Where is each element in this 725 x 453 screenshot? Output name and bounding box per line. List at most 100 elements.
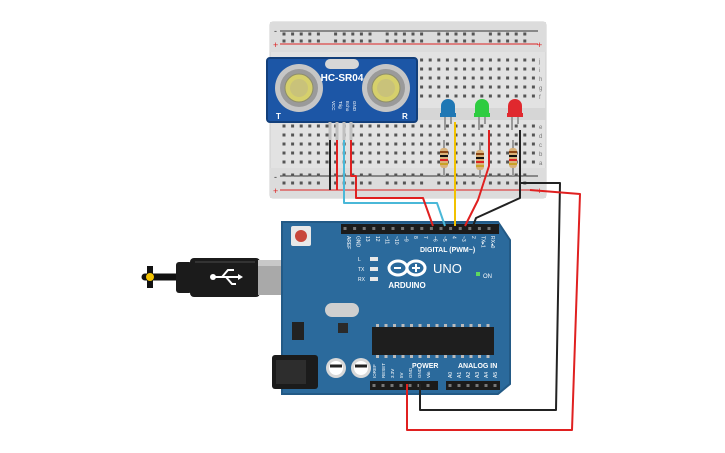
resistor[interactable] [476,142,484,178]
tie-hole[interactable] [463,94,467,98]
tie-hole[interactable] [420,133,424,137]
tie-hole[interactable] [291,151,295,155]
rail-hole[interactable] [385,32,389,36]
digital-pin[interactable] [420,227,424,230]
tie-hole[interactable] [497,76,501,80]
tie-hole[interactable] [497,133,501,137]
rail-hole[interactable] [454,39,458,43]
tie-hole[interactable] [463,85,467,89]
tie-hole[interactable] [411,124,415,128]
tie-hole[interactable] [385,133,389,137]
rail-hole[interactable] [471,39,475,43]
led-blue[interactable] [440,99,456,130]
tie-hole[interactable] [291,160,295,164]
tie-hole[interactable] [523,133,527,137]
tie-hole[interactable] [523,67,527,71]
tie-hole[interactable] [523,76,527,80]
tie-hole[interactable] [308,160,312,164]
rail-hole[interactable] [471,32,475,36]
tie-hole[interactable] [437,160,441,164]
rail-hole[interactable] [437,173,441,177]
tie-hole[interactable] [531,124,535,128]
tie-hole[interactable] [463,124,467,128]
tie-hole[interactable] [282,124,286,128]
tie-hole[interactable] [308,124,312,128]
rail-hole[interactable] [351,181,355,185]
rail-hole[interactable] [437,39,441,43]
rail-hole[interactable] [488,173,492,177]
rail-hole[interactable] [359,39,363,43]
tie-hole[interactable] [411,133,415,137]
rail-hole[interactable] [402,181,406,185]
rail-hole[interactable] [411,181,415,185]
tie-hole[interactable] [411,151,415,155]
rail-hole[interactable] [291,32,295,36]
tie-hole[interactable] [420,142,424,146]
tie-hole[interactable] [531,67,535,71]
power-pin[interactable] [372,384,376,387]
digital-header[interactable] [341,224,499,234]
tie-hole[interactable] [402,151,406,155]
tie-hole[interactable] [377,142,381,146]
tie-hole[interactable] [402,133,406,137]
tie-hole[interactable] [308,142,312,146]
rail-hole[interactable] [497,181,501,185]
rail-hole[interactable] [282,173,286,177]
tie-hole[interactable] [523,142,527,146]
tie-hole[interactable] [463,160,467,164]
tie-hole[interactable] [299,151,303,155]
tie-hole[interactable] [368,124,372,128]
rail-hole[interactable] [463,173,467,177]
rail-hole[interactable] [497,39,501,43]
rail-hole[interactable] [316,39,320,43]
tie-hole[interactable] [351,133,355,137]
tie-hole[interactable] [428,133,432,137]
tie-hole[interactable] [471,133,475,137]
power-pin[interactable] [399,384,403,387]
rail-hole[interactable] [402,32,406,36]
tie-hole[interactable] [471,94,475,98]
tie-hole[interactable] [359,151,363,155]
tie-hole[interactable] [316,124,320,128]
tie-hole[interactable] [316,151,320,155]
rail-hole[interactable] [334,39,338,43]
tie-hole[interactable] [531,76,535,80]
tie-hole[interactable] [291,124,295,128]
tie-hole[interactable] [497,58,501,62]
tie-hole[interactable] [531,160,535,164]
tie-hole[interactable] [428,85,432,89]
rail-hole[interactable] [411,173,415,177]
rail-hole[interactable] [514,39,518,43]
tie-hole[interactable] [497,94,501,98]
rail-hole[interactable] [471,173,475,177]
rail-hole[interactable] [514,173,518,177]
tie-hole[interactable] [480,58,484,62]
rail-hole[interactable] [420,181,424,185]
analog-pin[interactable] [475,384,479,387]
tie-hole[interactable] [359,133,363,137]
rail-hole[interactable] [463,181,467,185]
rail-hole[interactable] [411,39,415,43]
tie-hole[interactable] [514,142,518,146]
tie-hole[interactable] [531,133,535,137]
tie-hole[interactable] [497,67,501,71]
tie-hole[interactable] [497,151,501,155]
tie-hole[interactable] [299,133,303,137]
rail-hole[interactable] [334,173,338,177]
rail-hole[interactable] [420,32,424,36]
tie-hole[interactable] [420,124,424,128]
rail-hole[interactable] [342,39,346,43]
rail-hole[interactable] [385,39,389,43]
wires[interactable] [329,122,581,431]
rail-hole[interactable] [308,173,312,177]
tie-hole[interactable] [506,142,510,146]
tie-hole[interactable] [506,160,510,164]
tie-hole[interactable] [506,133,510,137]
tie-hole[interactable] [437,124,441,128]
tie-hole[interactable] [514,85,518,89]
tie-hole[interactable] [394,133,398,137]
tie-hole[interactable] [480,85,484,89]
rail-hole[interactable] [394,39,398,43]
analog-header[interactable] [446,381,500,390]
rail-hole[interactable] [514,181,518,185]
